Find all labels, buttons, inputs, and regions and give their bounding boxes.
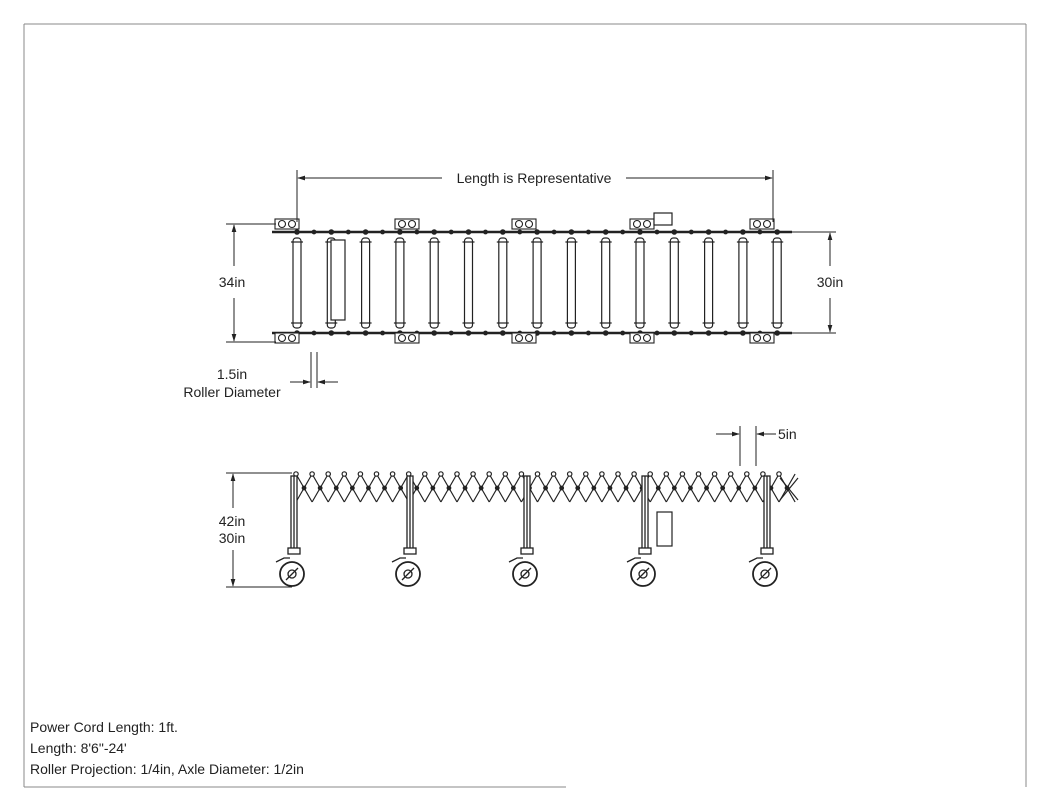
scissor-link [647,471,667,503]
roller [634,229,660,336]
scissor-link [373,471,394,503]
caster-bracket-icon [511,332,537,344]
scissor-link [727,471,748,503]
scissor-link [438,471,458,503]
roller [565,229,591,336]
roller [736,229,763,336]
roller-note: Roller Projection: 1/4in, Axle Diameter:… [30,761,304,777]
scissor-link [615,471,635,503]
roller [531,229,557,336]
scissor-link [776,471,796,503]
sheet-border [23,23,1027,788]
pitch-label: 5in [778,426,797,442]
scissor-link [599,471,619,503]
power-cord-note: Power Cord Length: 1ft. [30,719,178,735]
roller [771,229,784,336]
caster-bracket-icon [749,332,775,344]
scissor-link [582,471,603,503]
scissor-link [309,471,329,503]
roller [599,229,626,336]
caster-bracket-icon [394,218,420,230]
roller [291,229,317,336]
caster-bracket-icon [394,332,420,344]
pitch-dimension [716,426,776,466]
caster-leg [508,475,538,587]
side-motor-box-icon [656,511,673,547]
inner-width-label: 30in [817,274,843,290]
motor-box-icon [653,212,673,226]
caster-bracket-icon [274,332,300,344]
scissor-link [421,471,442,503]
caster-leg [391,475,421,587]
outer-width-dimension [226,223,276,343]
caster-bracket-icon [629,218,655,230]
scissor-frame [293,471,799,503]
outer-width-label: 34in [219,274,245,290]
caster-leg [748,475,778,587]
scissor-link [454,471,474,503]
height-min-label: 30in [219,530,245,546]
scissor-link [663,471,683,503]
roller-set [291,229,784,336]
caster-bracket-set [274,218,775,344]
caster-bracket-icon [511,218,537,230]
scissor-link [502,471,522,503]
scissor-link [711,471,732,503]
inner-width-dimension [790,231,836,334]
length-note: Length: 8'6"-24' [30,740,127,756]
scissor-link [695,471,716,503]
height-max-label: 42in [219,513,245,529]
roller-caption: Roller Diameter [183,384,281,400]
roller [668,229,694,336]
caster-bracket-icon [274,218,300,230]
scissor-link [470,471,490,503]
length-dimension [296,170,774,222]
caster-bracket-icon [749,218,775,230]
roller-diameter-dimension [290,352,338,388]
scissor-link [341,471,361,503]
caster-leg [275,475,305,587]
roller [428,229,454,336]
caster-leg [626,475,656,587]
scissor-link [389,471,410,503]
roller [393,229,420,336]
drive-unit-icon [330,239,346,321]
roller-size-label: 1.5in [217,366,247,382]
roller [702,229,728,336]
scissor-link [743,471,764,503]
scissor-link [550,471,571,503]
top-view: Length is Representative 34in 30in 1.5in… [183,170,843,400]
height-dimension [226,472,292,588]
roller [462,229,488,336]
scissor-link [357,471,378,503]
scissor-link [293,471,313,503]
leg-set [275,475,778,587]
roller [496,229,523,336]
side-view: 5in 42in 30in [219,426,799,588]
scissor-link [679,471,700,503]
scissor-link [325,471,345,503]
scissor-link [566,471,587,503]
scissor-link [486,471,506,503]
roller [359,229,386,336]
length-label: Length is Representative [457,170,612,186]
caster-bracket-icon [629,332,655,344]
scissor-link [534,471,555,503]
scissor-end [779,477,799,501]
